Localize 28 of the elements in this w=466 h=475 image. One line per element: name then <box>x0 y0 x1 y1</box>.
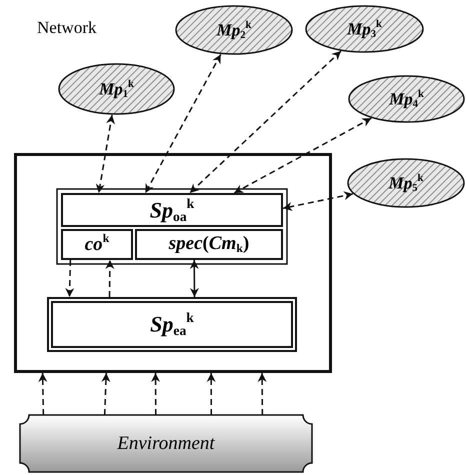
node-text: Environment <box>117 432 215 454</box>
arrow <box>282 191 354 211</box>
arrow <box>65 260 74 298</box>
arrow <box>206 373 216 415</box>
hatched-ellipse <box>347 158 465 208</box>
component-box <box>61 229 133 260</box>
arrow <box>96 114 115 194</box>
node-text: spec(Cm$_{k}$) <box>168 233 250 256</box>
component-box <box>47 297 297 352</box>
arrow <box>151 373 160 415</box>
node-text: co$^{k}$ <box>84 232 110 257</box>
arrow <box>38 372 48 416</box>
arrow <box>190 260 199 297</box>
system-box <box>14 153 332 373</box>
hatched-ellipse <box>305 5 424 53</box>
component-box <box>135 229 283 260</box>
arrow <box>258 373 267 415</box>
arrow <box>189 50 342 194</box>
hatched-ellipse <box>58 63 175 115</box>
component-box <box>61 193 283 227</box>
arrow <box>144 54 222 194</box>
arrow <box>101 372 110 416</box>
arrow <box>234 118 372 194</box>
arrow <box>105 260 114 298</box>
network-label: Network <box>37 18 96 38</box>
hatched-ellipse <box>175 5 293 55</box>
environment-shape <box>20 415 312 472</box>
hatched-ellipse <box>348 75 465 123</box>
